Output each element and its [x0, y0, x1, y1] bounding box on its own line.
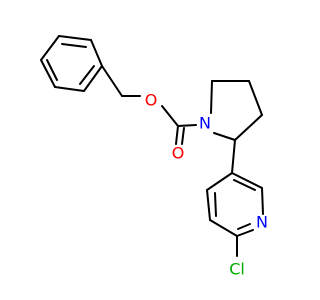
atom-label-n-pyrrolidine: N — [199, 114, 211, 133]
bond — [231, 172, 263, 189]
bond — [209, 219, 238, 237]
bond — [206, 189, 211, 221]
bond — [206, 172, 233, 191]
double-bond-inner — [214, 192, 217, 217]
bond — [83, 65, 103, 92]
bond — [210, 80, 213, 114]
bond — [236, 229, 254, 237]
double-bond-inner — [61, 43, 87, 48]
double-bond-inner — [237, 223, 251, 230]
carbonyl-bond — [181, 127, 185, 145]
double-bond-inner — [79, 65, 95, 85]
bond — [40, 35, 60, 61]
bond — [161, 105, 179, 127]
bond — [58, 35, 92, 41]
bond — [231, 139, 236, 174]
molecule-drawing: O N O N Cl — [40, 35, 268, 279]
benzene-ring — [40, 35, 103, 92]
double-bond-inner — [233, 179, 256, 191]
bond — [54, 86, 85, 92]
atom-label-n-pyridine: N — [256, 213, 268, 232]
atom-label-cl: Cl — [229, 260, 245, 279]
bond — [248, 80, 263, 116]
atom-label-o-ether: O — [145, 91, 158, 110]
bond — [40, 59, 56, 88]
carbonyl-bond — [175, 125, 179, 145]
bond — [234, 114, 263, 141]
bond — [213, 132, 236, 141]
structure-canvas: O N O N Cl — [40, 35, 268, 279]
atom-label-o-carbonyl: O — [172, 144, 185, 163]
pyridine-ring — [206, 172, 264, 237]
bond — [90, 39, 103, 67]
double-bond-inner — [46, 59, 58, 81]
bond — [261, 187, 264, 215]
bond — [177, 124, 197, 127]
bond — [101, 65, 123, 97]
pyrrolidine-ring — [210, 80, 263, 141]
